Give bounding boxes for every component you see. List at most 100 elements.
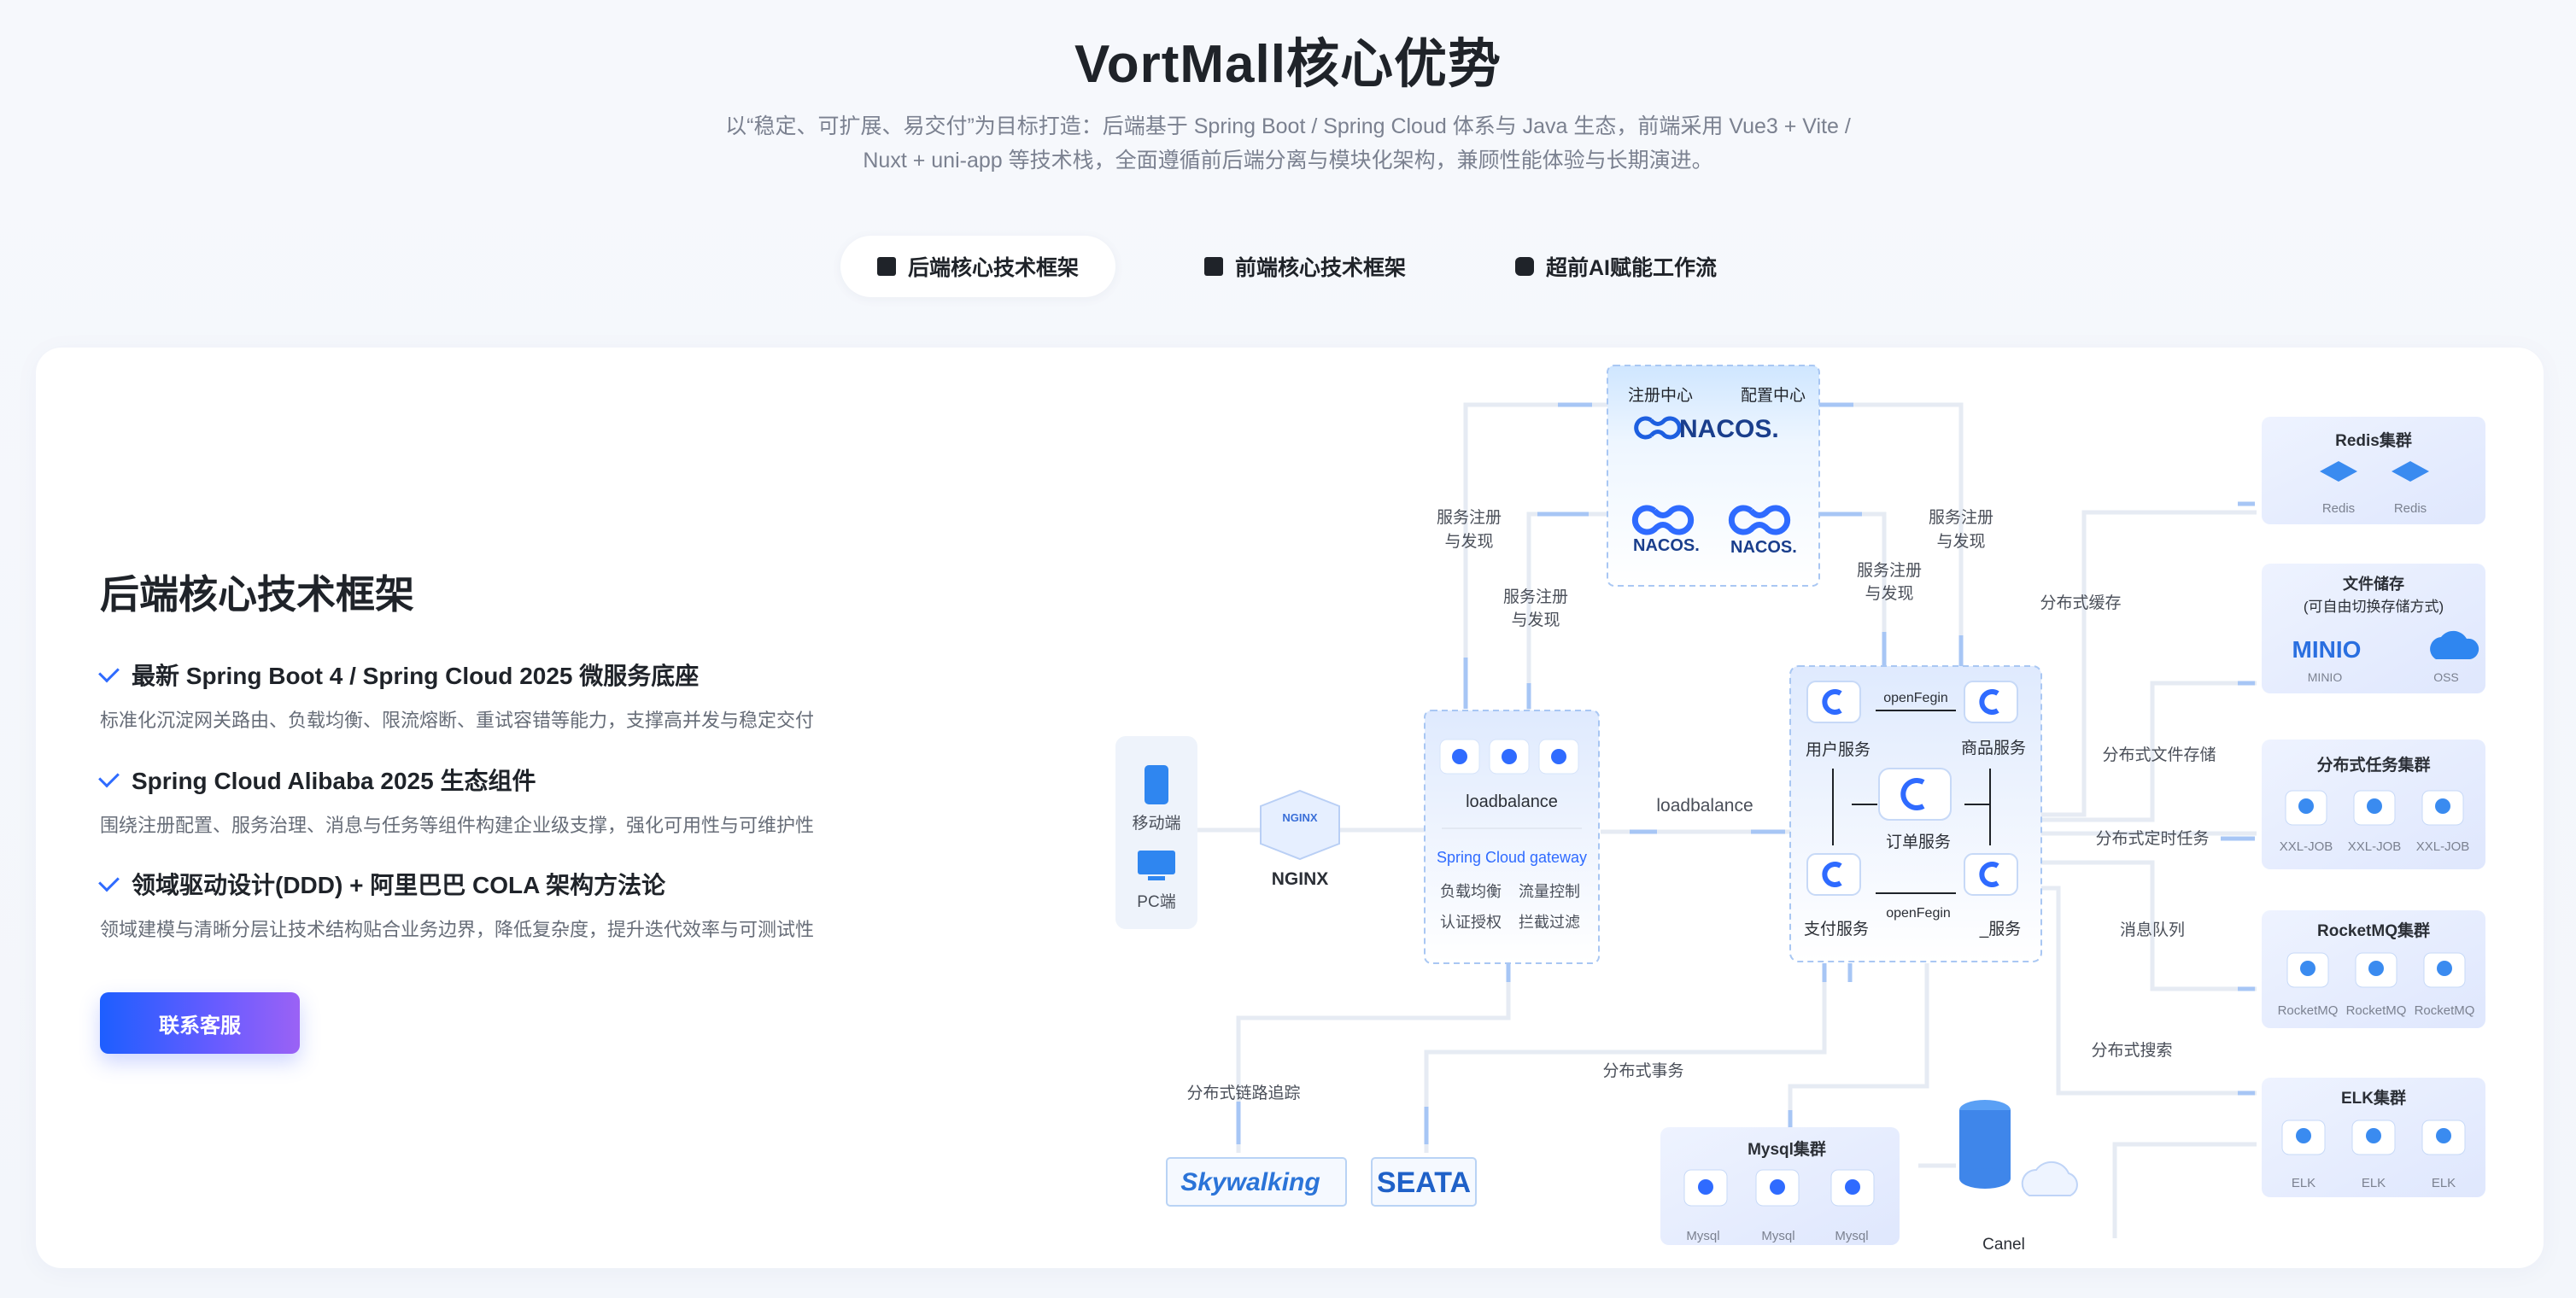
tab-label: 后端核心技术框架 — [907, 256, 1079, 280]
nacos-logo-icon: NACOS. — [1634, 415, 1779, 443]
tab-label: 前端核心技术框架 — [1234, 256, 1406, 280]
feature-title-2: Spring Cloud Alibaba 2025 生态组件 — [98, 763, 536, 797]
tab-frontend[interactable]: 前端核心技术框架 — [1177, 236, 1433, 297]
feign-label: openFegin — [1886, 906, 1951, 921]
node-label: MINIO — [2308, 670, 2343, 684]
feign-label: openFegin — [1883, 691, 1948, 705]
seata-logo: SEATA — [1377, 1166, 1471, 1199]
contact-support-button[interactable]: 联系客服 — [100, 992, 300, 1054]
edge-label: 分布式链路追踪 — [1186, 1084, 1300, 1102]
node-label: ELK — [2362, 1176, 2386, 1190]
document-icon — [876, 257, 896, 276]
elk-cluster: ELK集群 ELK ELK ELK — [2262, 1078, 2485, 1197]
service-label: 订单服务 — [1886, 833, 1951, 851]
node-label: Mysql — [1835, 1229, 1868, 1243]
edge-label: 消息队列 — [2120, 921, 2185, 939]
gateway-lb-label: loadbalance — [1466, 792, 1558, 811]
service-icon — [1900, 778, 1925, 810]
nginx-label: NGINX — [1272, 869, 1329, 889]
gateway-feature: 负载均衡 — [1440, 883, 1502, 900]
skywalking-logo: Skywalking — [1180, 1168, 1320, 1196]
skywalking-box — [1166, 1157, 1347, 1207]
pc-icon — [1138, 851, 1175, 874]
service-label: 商品服务 — [1961, 739, 2026, 757]
seata-box — [1371, 1157, 1477, 1207]
node-label: RocketMQ — [2346, 1003, 2407, 1018]
service-label: 支付服务 — [1804, 920, 1869, 938]
page-title: VortMall核心优势 — [1074, 35, 1502, 94]
tab-backend[interactable]: 后端核心技术框架 — [840, 236, 1115, 297]
mysql-cluster: Mysql集群 Mysql Mysql Mysql — [1660, 1127, 1900, 1245]
rocketmq-cluster: RocketMQ集群 RocketMQ RocketMQ RocketMQ — [2262, 910, 2485, 1028]
edge-label: 分布式定时任务 — [2095, 829, 2209, 848]
node-label: OSS — [2433, 670, 2459, 684]
node-label: Mysql — [1686, 1229, 1719, 1243]
node-label: ELK — [2432, 1176, 2456, 1190]
clients-panel — [1115, 736, 1197, 929]
feature-title-text: 领域驱动设计(DDD) + 阿里巴巴 COLA 架构方法论 — [132, 872, 666, 898]
mobile-icon — [1145, 765, 1168, 804]
edge-label: 分布式文件存储 — [2102, 745, 2216, 764]
page-description-line-1: 以“稳定、可扩展、易交付”为目标打造：后端基于 Spring Boot / Sp… — [725, 114, 1851, 138]
edge-label: 与发现 — [1936, 532, 1985, 551]
edge-label: 分布式搜索 — [2091, 1041, 2172, 1060]
gateway-node-icons — [1439, 739, 1579, 775]
gateway-feature: 流量控制 — [1519, 883, 1580, 900]
service-node-icons — [1806, 681, 2018, 896]
minio-logo: MINIO — [2292, 636, 2362, 663]
tab-ai-workflow[interactable]: 超前AI赋能工作流 — [1488, 236, 1744, 297]
registry-center-label: 注册中心 — [1628, 386, 1693, 405]
feature-desc-2: 围绕注册配置、服务治理、消息与任务等组件构建企业级支撑，强化可用性与可维护性 — [100, 815, 815, 836]
cluster-title: Mysql集群 — [1748, 1139, 1826, 1159]
job-cluster: 分布式任务集群 XXL-JOB XXL-JOB XXL-JOB — [2262, 740, 2485, 869]
cluster-title: 文件储存 — [2343, 575, 2404, 593]
nacos-node-label: NACOS. — [1633, 536, 1700, 555]
node-label: RocketMQ — [2415, 1003, 2475, 1018]
node-label: ELK — [2292, 1176, 2315, 1190]
config-center-label: 配置中心 — [1741, 386, 1806, 405]
file-storage-cluster: 文件储存 (可自由切换存储方式) MINIO MINIO OSS — [2262, 564, 2485, 693]
node-label: XXL-JOB — [2348, 839, 2402, 854]
feature-title-3: 领域驱动设计(DDD) + 阿里巴巴 COLA 架构方法论 — [98, 867, 666, 901]
edge-label: 分布式事务 — [1602, 1061, 1683, 1080]
service-icon — [1979, 862, 1999, 887]
feature-title-1: 最新 Spring Boot 4 / Spring Cloud 2025 微服务… — [98, 658, 699, 692]
node-label: Mysql — [1761, 1229, 1794, 1243]
service-label: _服务 — [1979, 920, 2022, 938]
cluster-title: RocketMQ集群 — [2317, 921, 2430, 940]
redis-icon — [2320, 461, 2357, 482]
edge-label: 服务注册 — [1437, 508, 1502, 527]
ai-icon — [1514, 257, 1534, 276]
service-icon — [1822, 862, 1842, 887]
cluster-title: Redis集群 — [2335, 430, 2412, 450]
feature-title-text: Spring Cloud Alibaba 2025 生态组件 — [132, 768, 536, 794]
edge-label: 与发现 — [1511, 611, 1560, 629]
nacos-logo-text: NACOS. — [1679, 415, 1779, 443]
edge-label: 服务注册 — [1929, 508, 1993, 527]
connection-accents — [1236, 402, 2255, 1144]
node-label: XXL-JOB — [2416, 839, 2470, 854]
gateway-feature: 拦截过滤 — [1519, 914, 1580, 931]
cluster-title: 分布式任务集群 — [2316, 755, 2430, 775]
pc-client-label: PC端 — [1137, 892, 1175, 911]
node-label: Redis — [2322, 501, 2355, 516]
service-label: 用户服务 — [1806, 740, 1871, 759]
gateway-name: Spring Cloud gateway — [1437, 849, 1587, 866]
edge-label: 分布式缓存 — [2040, 593, 2121, 612]
code-icon — [1203, 257, 1223, 276]
pc-stand — [1148, 876, 1165, 880]
node-label: RocketMQ — [2278, 1003, 2339, 1018]
nacos-node-icon: NACOS. — [1631, 505, 1700, 555]
nginx-badge-text: NGINX — [1282, 811, 1318, 824]
feature-desc-3: 领域建模与清晰分层让技术结构贴合业务边界，降低复杂度，提升迭代效率与可测试性 — [100, 919, 815, 940]
edge-label: loadbalance — [1656, 796, 1753, 816]
nacos-node-icon: NACOS. — [1728, 505, 1797, 557]
cloud-icon — [2430, 630, 2479, 659]
node-label: XXL-JOB — [2280, 839, 2333, 854]
canel-icon — [1959, 1100, 2078, 1196]
edge-label: 服务注册 — [1503, 588, 1568, 606]
redis-cluster: Redis集群 Redis Redis — [2262, 417, 2485, 524]
nacos-node-label: NACOS. — [1730, 538, 1797, 557]
edge-label: 服务注册 — [1857, 561, 1922, 580]
